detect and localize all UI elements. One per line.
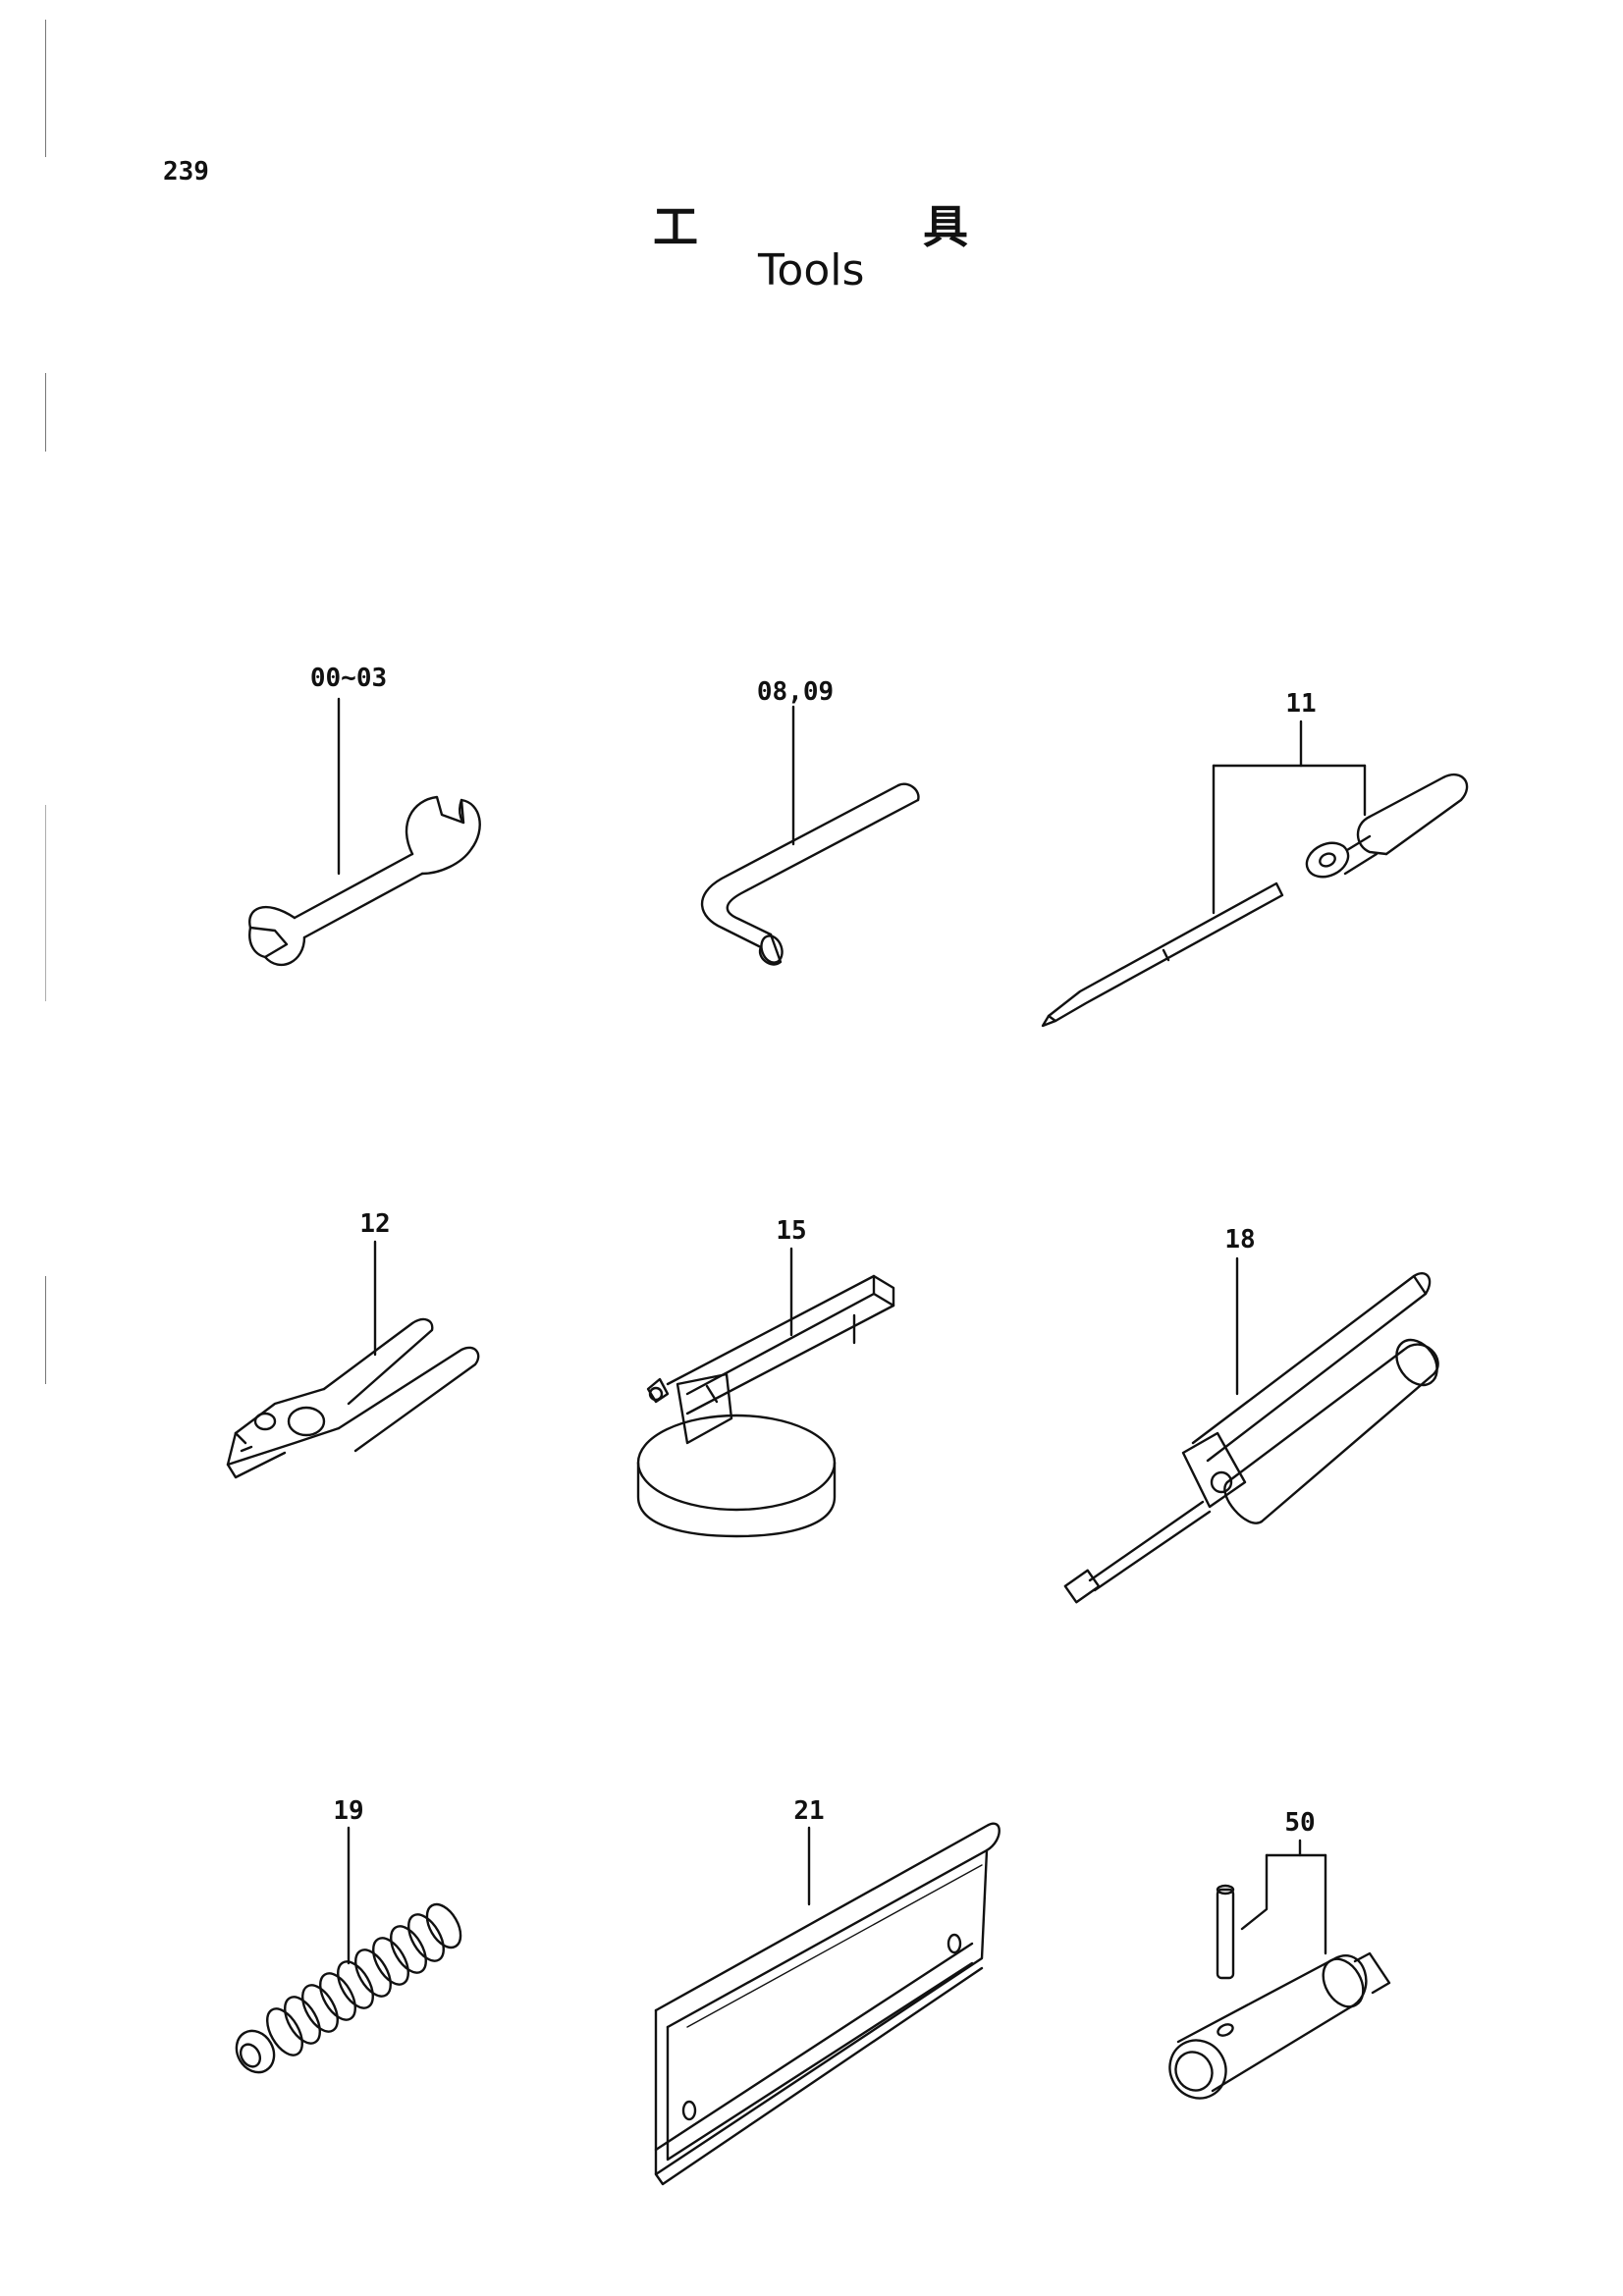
page-title-en: Tools (758, 245, 865, 295)
page-title-jp-2: 具 (923, 200, 968, 253)
open-end-wrench-icon[interactable] (249, 699, 479, 965)
page-title-jp-1: 工 (653, 200, 698, 253)
scraper-blade-icon[interactable] (656, 1824, 1000, 2184)
spring-tool-icon[interactable] (229, 1828, 467, 2079)
page-number: 239 (163, 157, 209, 187)
screwdriver-icon[interactable] (1043, 721, 1467, 1026)
pliers-icon[interactable] (228, 1242, 478, 1477)
box-wrench-icon[interactable] (1160, 1841, 1389, 2109)
hex-key-icon[interactable] (702, 707, 918, 966)
filter-wrench-icon[interactable] (638, 1249, 893, 1536)
grease-gun-icon[interactable] (1065, 1258, 1445, 1602)
